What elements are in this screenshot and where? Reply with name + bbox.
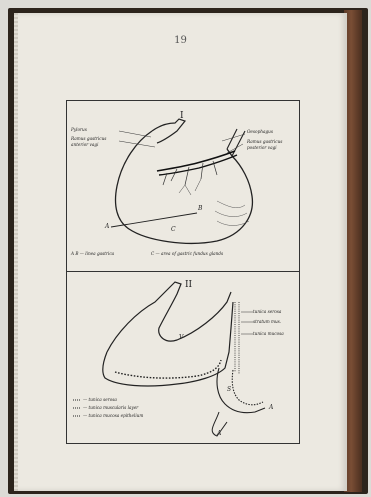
- letter-b: B: [198, 205, 202, 212]
- label-ramus-anterior-1: Ramus gastricus: [71, 136, 106, 141]
- letter-c: C: [171, 226, 176, 233]
- label-serosa: tunica serosa: [253, 309, 281, 314]
- figure-2-numeral: II: [185, 280, 192, 290]
- label-pylorus: Pylorus: [71, 127, 87, 132]
- letter-a-bottom: A: [217, 430, 221, 437]
- legend-line-1: — tunica serosa: [83, 397, 117, 402]
- book-page: 19 I Pylorus Ramus gastricus: [14, 13, 347, 491]
- letter-a-right: A: [269, 404, 273, 411]
- stomach-diagram-1: [67, 101, 299, 271]
- legend-line-3: — tunica mucosa epithelium: [83, 413, 143, 418]
- label-mucosa: tunica mucosa: [253, 331, 284, 336]
- letter-s: S: [227, 386, 231, 393]
- label-ramus-posterior-1: Ramus gastricus: [247, 139, 282, 144]
- label-stratum: stratum mus.: [253, 319, 281, 324]
- page-edge: [14, 13, 18, 491]
- label-ramus-posterior-2: posterior vagi: [247, 145, 277, 150]
- figure-1-numeral: I: [180, 111, 184, 121]
- caption-c: C — area of gastric fundus glands: [151, 251, 223, 256]
- legend-line-2: — tunica muscularis layer: [83, 405, 138, 410]
- letter-a: A: [105, 223, 109, 230]
- label-ramus-anterior-2: anterior vagi: [71, 142, 98, 147]
- page-number: 19: [14, 35, 347, 46]
- figure-2-panel: II tunica serosa stratum mus. tunica muc…: [66, 271, 300, 444]
- figure-1-panel: I Pylorus Ramus gastricus anterior vagi …: [66, 100, 300, 272]
- letter-v: V: [179, 334, 183, 341]
- caption-ab: A B — linea gastrica: [71, 251, 114, 256]
- label-oesophagus: Oesophagus: [247, 129, 273, 134]
